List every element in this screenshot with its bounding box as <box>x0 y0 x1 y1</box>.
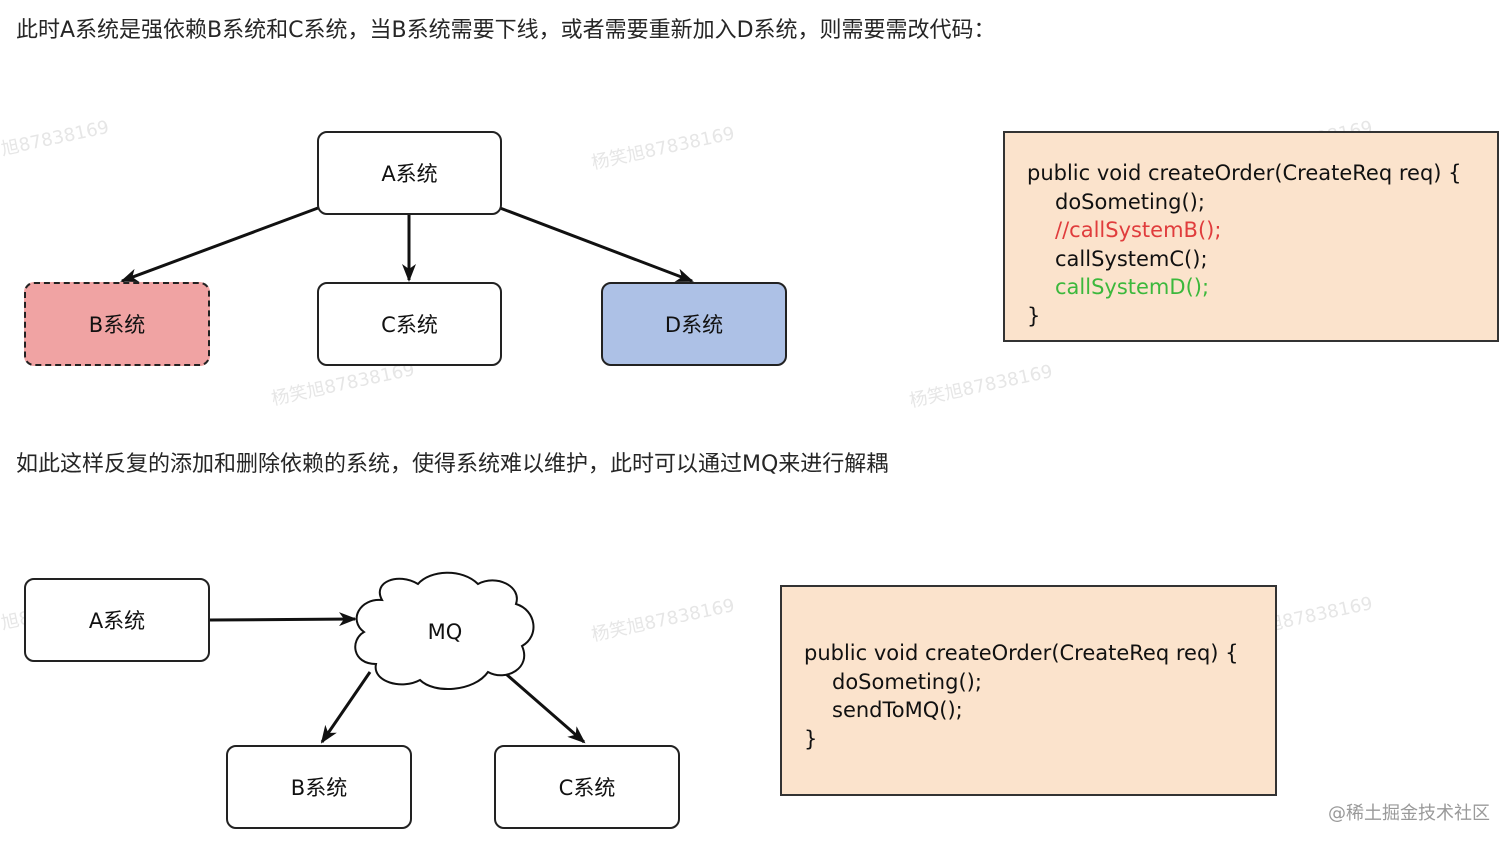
code-line: callSystemC(); <box>1055 246 1208 271</box>
source-credit: @稀土掘金技术社区 <box>1328 803 1490 824</box>
node-label: A系统 <box>381 162 438 186</box>
node-b-system: B系统 <box>226 745 412 829</box>
code-line-added: callSystemD(); <box>1055 275 1210 299</box>
code-line-removed: //callSystemB(); <box>1055 218 1222 242</box>
mq-cloud-shape <box>354 571 535 690</box>
node-label: C系统 <box>558 776 616 800</box>
code-block-direct-calls: public void createOrder(CreateReq req) {… <box>1003 131 1499 342</box>
code-block-mq: public void createOrder(CreateReq req) {… <box>780 585 1277 796</box>
arrow-a-to-mq <box>209 612 357 627</box>
node-c-system: C系统 <box>317 282 502 366</box>
node-a-system: A系统 <box>24 578 210 662</box>
node-c-system: C系统 <box>494 745 680 829</box>
code-line: } <box>1027 303 1041 328</box>
intro-paragraph: 此时A系统是强依赖B系统和C系统，当B系统需要下线，或者需要重新加入D系统，则需… <box>16 18 996 43</box>
node-label: B系统 <box>88 313 146 337</box>
code-line: sendToMQ(); <box>832 698 963 722</box>
node-a-system: A系统 <box>317 131 502 215</box>
arrow-mq-to-c <box>505 672 586 744</box>
arrow-a-to-b <box>120 206 319 283</box>
arrow-a-to-d <box>499 206 694 283</box>
code-line: public void createOrder(CreateReq req) { <box>804 641 1239 665</box>
node-b-system-removed: B系统 <box>24 282 210 366</box>
node-label: D系统 <box>664 313 724 337</box>
mq-label: MQ <box>427 620 463 644</box>
decoupling-paragraph: 如此这样反复的添加和删除依赖的系统，使得系统难以维护，此时可以通过MQ来进行解耦 <box>16 452 889 477</box>
code-line: doSometing(); <box>832 669 982 694</box>
code-line: } <box>804 726 818 751</box>
node-d-system-added: D系统 <box>601 282 787 366</box>
code-line: doSometing(); <box>1055 189 1205 214</box>
node-label: C系统 <box>381 313 438 337</box>
arrow-mq-to-b <box>320 671 372 744</box>
code-line: public void createOrder(CreateReq req) { <box>1027 161 1462 185</box>
node-label: B系统 <box>290 776 348 800</box>
node-label: A系统 <box>88 609 146 633</box>
